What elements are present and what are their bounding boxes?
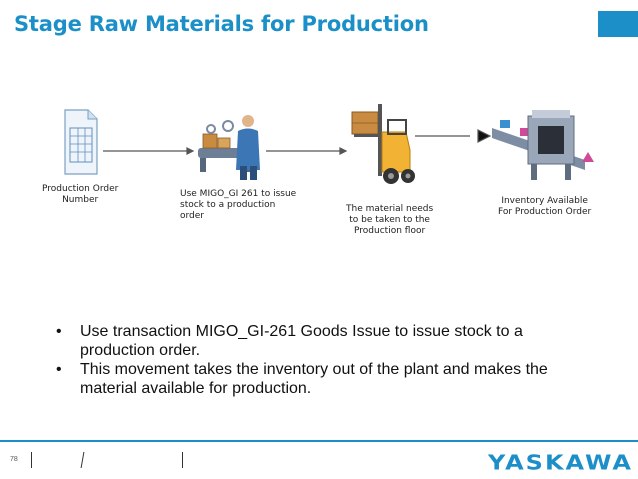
step-label-production-order: Production Order Number [42,184,119,205]
bullet-item: This movement takes the inventory out of… [56,360,596,398]
yaskawa-logo: YASKAWA [488,451,634,475]
machine-conveyor-icon [492,110,594,180]
flow-arrow-3 [415,129,492,143]
footer-separator [182,452,183,468]
page-number: 78 [10,456,18,463]
footer-separator [80,452,85,468]
step-label-migo: Use MIGO_GI 261 to issue stock to a prod… [180,189,297,221]
flow-arrow-2 [266,147,348,155]
document-icon [64,109,98,175]
step-label-material-needs: The material needs to be taken to the Pr… [346,204,434,236]
footer-separator [31,452,32,468]
step-label-inventory-available: Inventory Available For Production Order [498,196,592,217]
worker-conveyor-icon [198,115,260,180]
slide-title: Stage Raw Materials for Production [14,12,429,36]
bullet-list: Use transaction MIGO_GI-261 Goods Issue … [56,322,596,398]
corner-accent-box [598,11,638,37]
forklift-icon [351,104,415,184]
flow-arrow-1 [103,147,195,155]
bullet-item: Use transaction MIGO_GI-261 Goods Issue … [56,322,596,360]
footer-divider [0,440,638,442]
process-flow-diagram [64,104,594,184]
